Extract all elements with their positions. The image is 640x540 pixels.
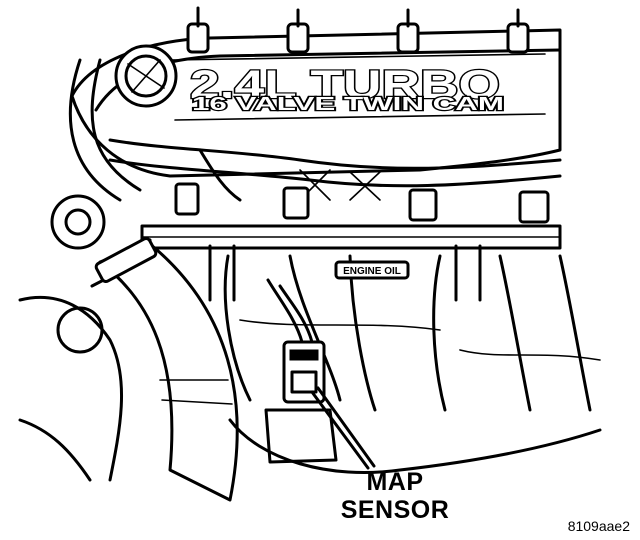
injector-connectors xyxy=(174,182,550,224)
wiring-harness xyxy=(68,58,562,202)
mounting-boss xyxy=(50,194,106,250)
map-sensor xyxy=(264,278,338,464)
engine-badge-main: 2.4L TURBO xyxy=(190,63,500,107)
engine-badge-sub: 16 VALVE TWIN CAM xyxy=(192,94,504,114)
engine-oil-tag: ENGINE OIL xyxy=(334,260,410,280)
hose-clamp xyxy=(94,236,158,284)
oil-filler-cap xyxy=(114,44,178,108)
callout-leader xyxy=(310,386,376,470)
engine-block xyxy=(18,295,602,482)
engine-oil-label: ENGINE OIL xyxy=(343,266,401,277)
figure-id: 8109aae2 xyxy=(567,518,630,534)
callout-line-1: MAP xyxy=(366,468,424,496)
callout-line-2: SENSOR xyxy=(340,496,450,524)
fuel-rail xyxy=(140,224,562,250)
spark-plug-studs xyxy=(186,6,530,54)
map-sensor-callout: MAP SENSOR xyxy=(330,468,460,524)
